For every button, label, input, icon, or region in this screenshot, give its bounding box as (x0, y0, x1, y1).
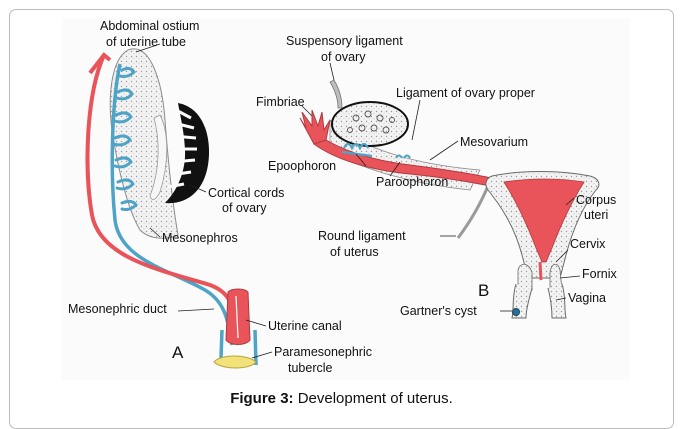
label-mesovarium: Mesovarium (460, 135, 528, 149)
label-fornix: Fornix (582, 267, 617, 281)
label-fimbriae: Fimbriae (256, 95, 305, 109)
label-vagina: Vagina (568, 291, 606, 305)
label-mesonephric-duct: Mesonephric duct (68, 302, 167, 316)
label-gartners-cyst: Gartner's cyst (400, 304, 477, 318)
label-corpus-2: uteri (584, 208, 608, 222)
label-uterine-canal: Uterine canal (268, 319, 342, 333)
label-round-ligament-2: of uterus (330, 245, 379, 259)
gartners-cyst-shape (513, 309, 520, 316)
label-corpus: Corpus (576, 193, 616, 207)
label-suspensory-ligament-2: of ovary (321, 50, 366, 64)
vagina-shape (512, 284, 566, 318)
figure-caption: Figure 3: Development of uterus. (0, 390, 683, 407)
label-panel-b: B (478, 281, 489, 300)
label-ligament-ovary-proper: Ligament of ovary proper (396, 86, 535, 100)
fimbriae-shape (300, 110, 330, 144)
round-ligament-shape (458, 186, 488, 238)
label-abdominal-ostium: Abdominal ostium (100, 19, 199, 33)
caption-prefix: Figure 3: (230, 390, 293, 407)
label-epoophoron: Epoophoron (268, 159, 336, 173)
panel-b-drawing (300, 80, 599, 318)
label-cortical-cords-2: of ovary (222, 201, 267, 215)
mesonephric-duct-lower (255, 330, 256, 365)
label-paramesonephric-2: tubercle (288, 361, 333, 375)
cervix-canal (540, 262, 541, 280)
label-abdominal-ostium-2: of uterine tube (106, 35, 186, 49)
mesonephric-duct-lower-left (221, 330, 222, 358)
ovary-shape (332, 102, 408, 146)
label-panel-a: A (172, 343, 184, 362)
suspensory-ligament-shape (330, 80, 342, 108)
paramesonephric-tubercle-shape (214, 356, 256, 368)
cortical-cords-ovary (150, 103, 209, 203)
label-suspensory-ligament: Suspensory ligament (286, 34, 403, 48)
label-round-ligament: Round ligament (318, 229, 406, 243)
label-mesonephros: Mesonephros (162, 231, 238, 245)
label-paramesonephric: Paramesonephric (274, 345, 372, 359)
uterus-development-diagram: Abdominal ostium of uterine tube Cortica… (0, 0, 683, 409)
label-cortical-cords: Cortical cords (208, 186, 284, 200)
label-cervix: Cervix (570, 237, 606, 251)
label-paroophoron: Paroophoron (376, 175, 448, 189)
caption-text: Development of uterus. (294, 390, 453, 407)
